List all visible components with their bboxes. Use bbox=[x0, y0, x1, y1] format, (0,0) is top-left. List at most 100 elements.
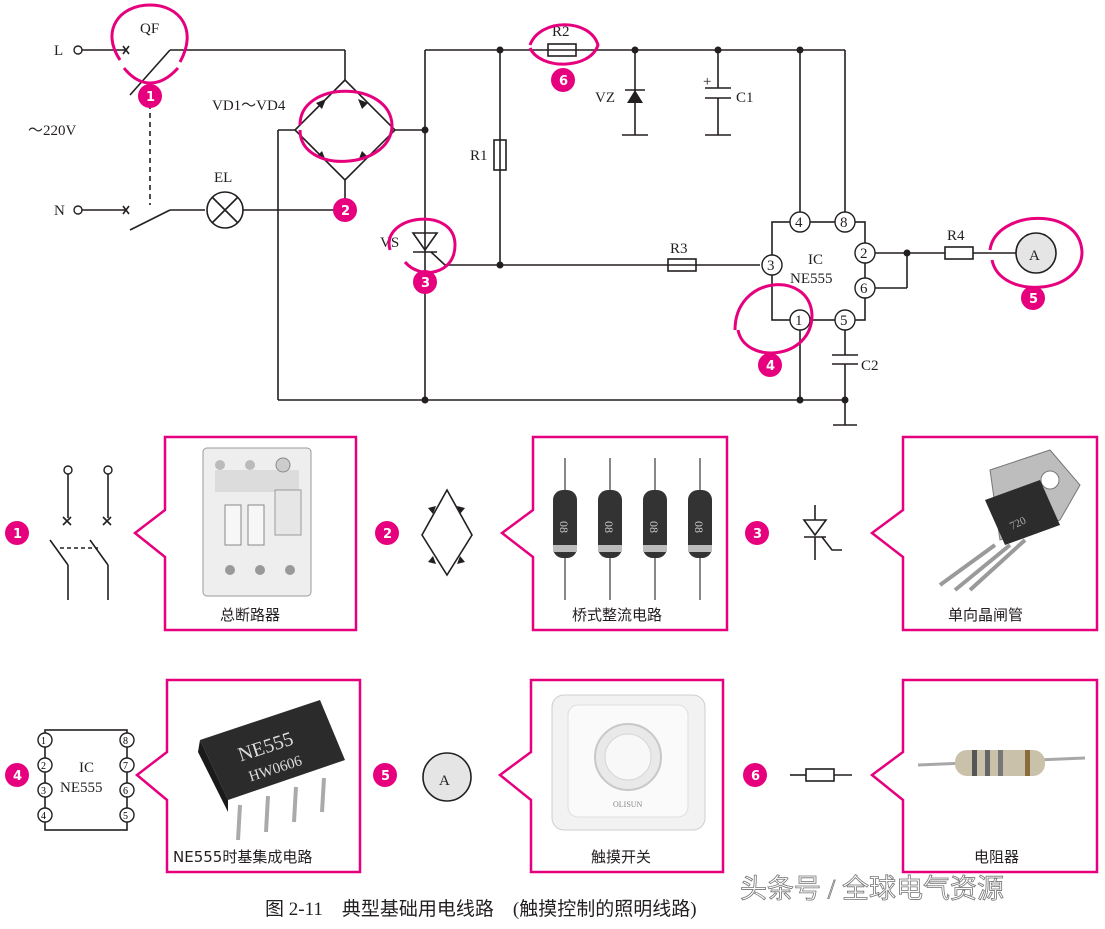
breaker-symbol-icon bbox=[49, 465, 113, 600]
ic-pin-5: 5 bbox=[834, 309, 856, 331]
svg-text:3: 3 bbox=[753, 527, 762, 542]
ic-pin-4: 4 bbox=[789, 211, 811, 233]
component-badge-6: 6 bbox=[743, 763, 767, 787]
resistor-photo bbox=[917, 750, 1086, 776]
breaker-photo bbox=[202, 447, 312, 597]
svg-text:IC: IC bbox=[79, 760, 94, 776]
component-4: 4 1 2 3 4 8 7 6 5 IC NE555 NE555 HW0606 bbox=[5, 678, 362, 874]
svg-text:4: 4 bbox=[766, 359, 775, 374]
svg-text:1: 1 bbox=[795, 313, 803, 329]
component-1: 1 总断路器 bbox=[5, 435, 358, 632]
svg-text:1: 1 bbox=[41, 736, 46, 747]
svg-text:08: 08 bbox=[647, 521, 661, 533]
badge-circuit-3: 3 bbox=[413, 270, 437, 294]
label-R1: R1 bbox=[470, 148, 488, 164]
label-EL: EL bbox=[214, 170, 232, 186]
svg-text:8: 8 bbox=[123, 736, 128, 747]
svg-text:A: A bbox=[439, 773, 450, 789]
bridge-symbol-icon bbox=[421, 488, 473, 577]
label-bridge: VD1～VD4 bbox=[212, 98, 286, 114]
component-badge-3: 3 bbox=[745, 521, 769, 545]
svg-text:8: 8 bbox=[840, 215, 848, 231]
component-badge-1: 1 bbox=[5, 521, 29, 545]
touch-switch-photo: OLISUN bbox=[551, 694, 706, 831]
badge-circuit-6: 6 bbox=[551, 68, 575, 92]
svg-text:2: 2 bbox=[860, 246, 868, 262]
caption-4: NE555时基集成电路 bbox=[173, 848, 312, 866]
label-VZ: VZ bbox=[595, 90, 615, 106]
svg-text:4: 4 bbox=[41, 811, 46, 822]
resistor-r3 bbox=[667, 258, 697, 272]
ic-pin-2: 2 bbox=[854, 242, 876, 264]
watermark: 头条号 / 全球电气资源 bbox=[740, 874, 1004, 904]
ne555-symbol-icon: 1 2 3 4 8 7 6 5 IC NE555 bbox=[37, 729, 135, 831]
svg-text:4: 4 bbox=[13, 769, 22, 784]
svg-text:6: 6 bbox=[751, 769, 760, 784]
component-6: 6 电阻器 bbox=[743, 678, 1099, 874]
ic-pin-1: 1 bbox=[789, 309, 811, 331]
svg-text:08: 08 bbox=[602, 521, 616, 533]
svg-text:1: 1 bbox=[146, 90, 155, 105]
label-C1-plus: + bbox=[703, 74, 711, 90]
svg-text:3: 3 bbox=[767, 258, 775, 274]
terminal-N bbox=[73, 205, 83, 215]
bridge-rectifier bbox=[293, 78, 397, 182]
resistor-r4 bbox=[944, 246, 974, 260]
label-N: N bbox=[54, 203, 65, 219]
qf-blade-bottom bbox=[129, 209, 171, 231]
svg-text:5: 5 bbox=[123, 811, 128, 822]
svg-text:6: 6 bbox=[123, 786, 128, 797]
label-IC: IC bbox=[808, 252, 823, 268]
touch-electrode-a bbox=[1015, 232, 1057, 274]
svg-text:5: 5 bbox=[1029, 292, 1038, 307]
touch-electrode-icon: A bbox=[422, 752, 472, 802]
caption-1: 总断路器 bbox=[220, 606, 280, 624]
component-3: 3 720 单向晶闸管 bbox=[745, 435, 1099, 632]
thyristor-vs bbox=[411, 232, 439, 252]
component-5: 5 A OLISUN 触摸开关 bbox=[373, 678, 725, 874]
component-badge-4: 4 bbox=[5, 763, 29, 787]
terminal-L bbox=[73, 45, 83, 55]
label-A: A bbox=[1029, 248, 1040, 264]
switch-contact-x bbox=[122, 45, 130, 55]
caption-6: 电阻器 bbox=[974, 848, 1019, 866]
rectifier-diodes-photo: 08 08 08 08 bbox=[553, 458, 712, 600]
label-ac: ～220V bbox=[28, 123, 77, 139]
svg-text:08: 08 bbox=[557, 521, 571, 533]
svg-text:3: 3 bbox=[41, 786, 46, 797]
caption-3: 单向晶闸管 bbox=[948, 606, 1023, 624]
svg-text:2: 2 bbox=[41, 761, 46, 772]
svg-text:OLISUN: OLISUN bbox=[613, 800, 643, 809]
thyristor-symbol-icon bbox=[802, 505, 842, 560]
badge-circuit-4: 4 bbox=[758, 353, 782, 377]
circuit-diagram: L QF ～220V N EL VD1～VD4 bbox=[28, 21, 1057, 426]
label-R3: R3 bbox=[670, 241, 688, 257]
label-R2: R2 bbox=[552, 24, 570, 40]
resistor-symbol-icon bbox=[790, 768, 852, 782]
caption-2: 桥式整流电路 bbox=[572, 606, 662, 624]
figure-caption: 图 2-11 典型基础用电线路 (触摸控制的照明线路) bbox=[265, 898, 697, 920]
svg-text:2: 2 bbox=[341, 204, 350, 219]
highlights bbox=[110, 3, 1084, 355]
svg-text:4: 4 bbox=[795, 215, 803, 231]
resistor-r1 bbox=[493, 139, 507, 171]
label-R4: R4 bbox=[947, 228, 965, 244]
svg-text:7: 7 bbox=[123, 761, 128, 772]
caption-5: 触摸开关 bbox=[591, 848, 651, 866]
svg-text:2: 2 bbox=[383, 527, 392, 542]
label-IC-model: NE555 bbox=[790, 271, 833, 287]
svg-text:NE555: NE555 bbox=[60, 780, 103, 796]
zener-vz bbox=[627, 90, 643, 103]
svg-text:6: 6 bbox=[860, 281, 868, 297]
resistor-r2 bbox=[547, 43, 577, 57]
badge-circuit-1: 1 bbox=[138, 84, 162, 108]
component-2: 2 08 08 08 08 桥式整流电路 bbox=[375, 435, 729, 632]
ne555-chip-photo: NE555 HW0606 bbox=[198, 700, 345, 841]
label-L: L bbox=[54, 43, 63, 59]
ic-pin-6: 6 bbox=[854, 277, 876, 299]
label-C1: C1 bbox=[736, 90, 754, 106]
ic-pin-3: 3 bbox=[761, 254, 783, 276]
label-QF: QF bbox=[140, 21, 159, 37]
svg-text:5: 5 bbox=[381, 769, 390, 784]
